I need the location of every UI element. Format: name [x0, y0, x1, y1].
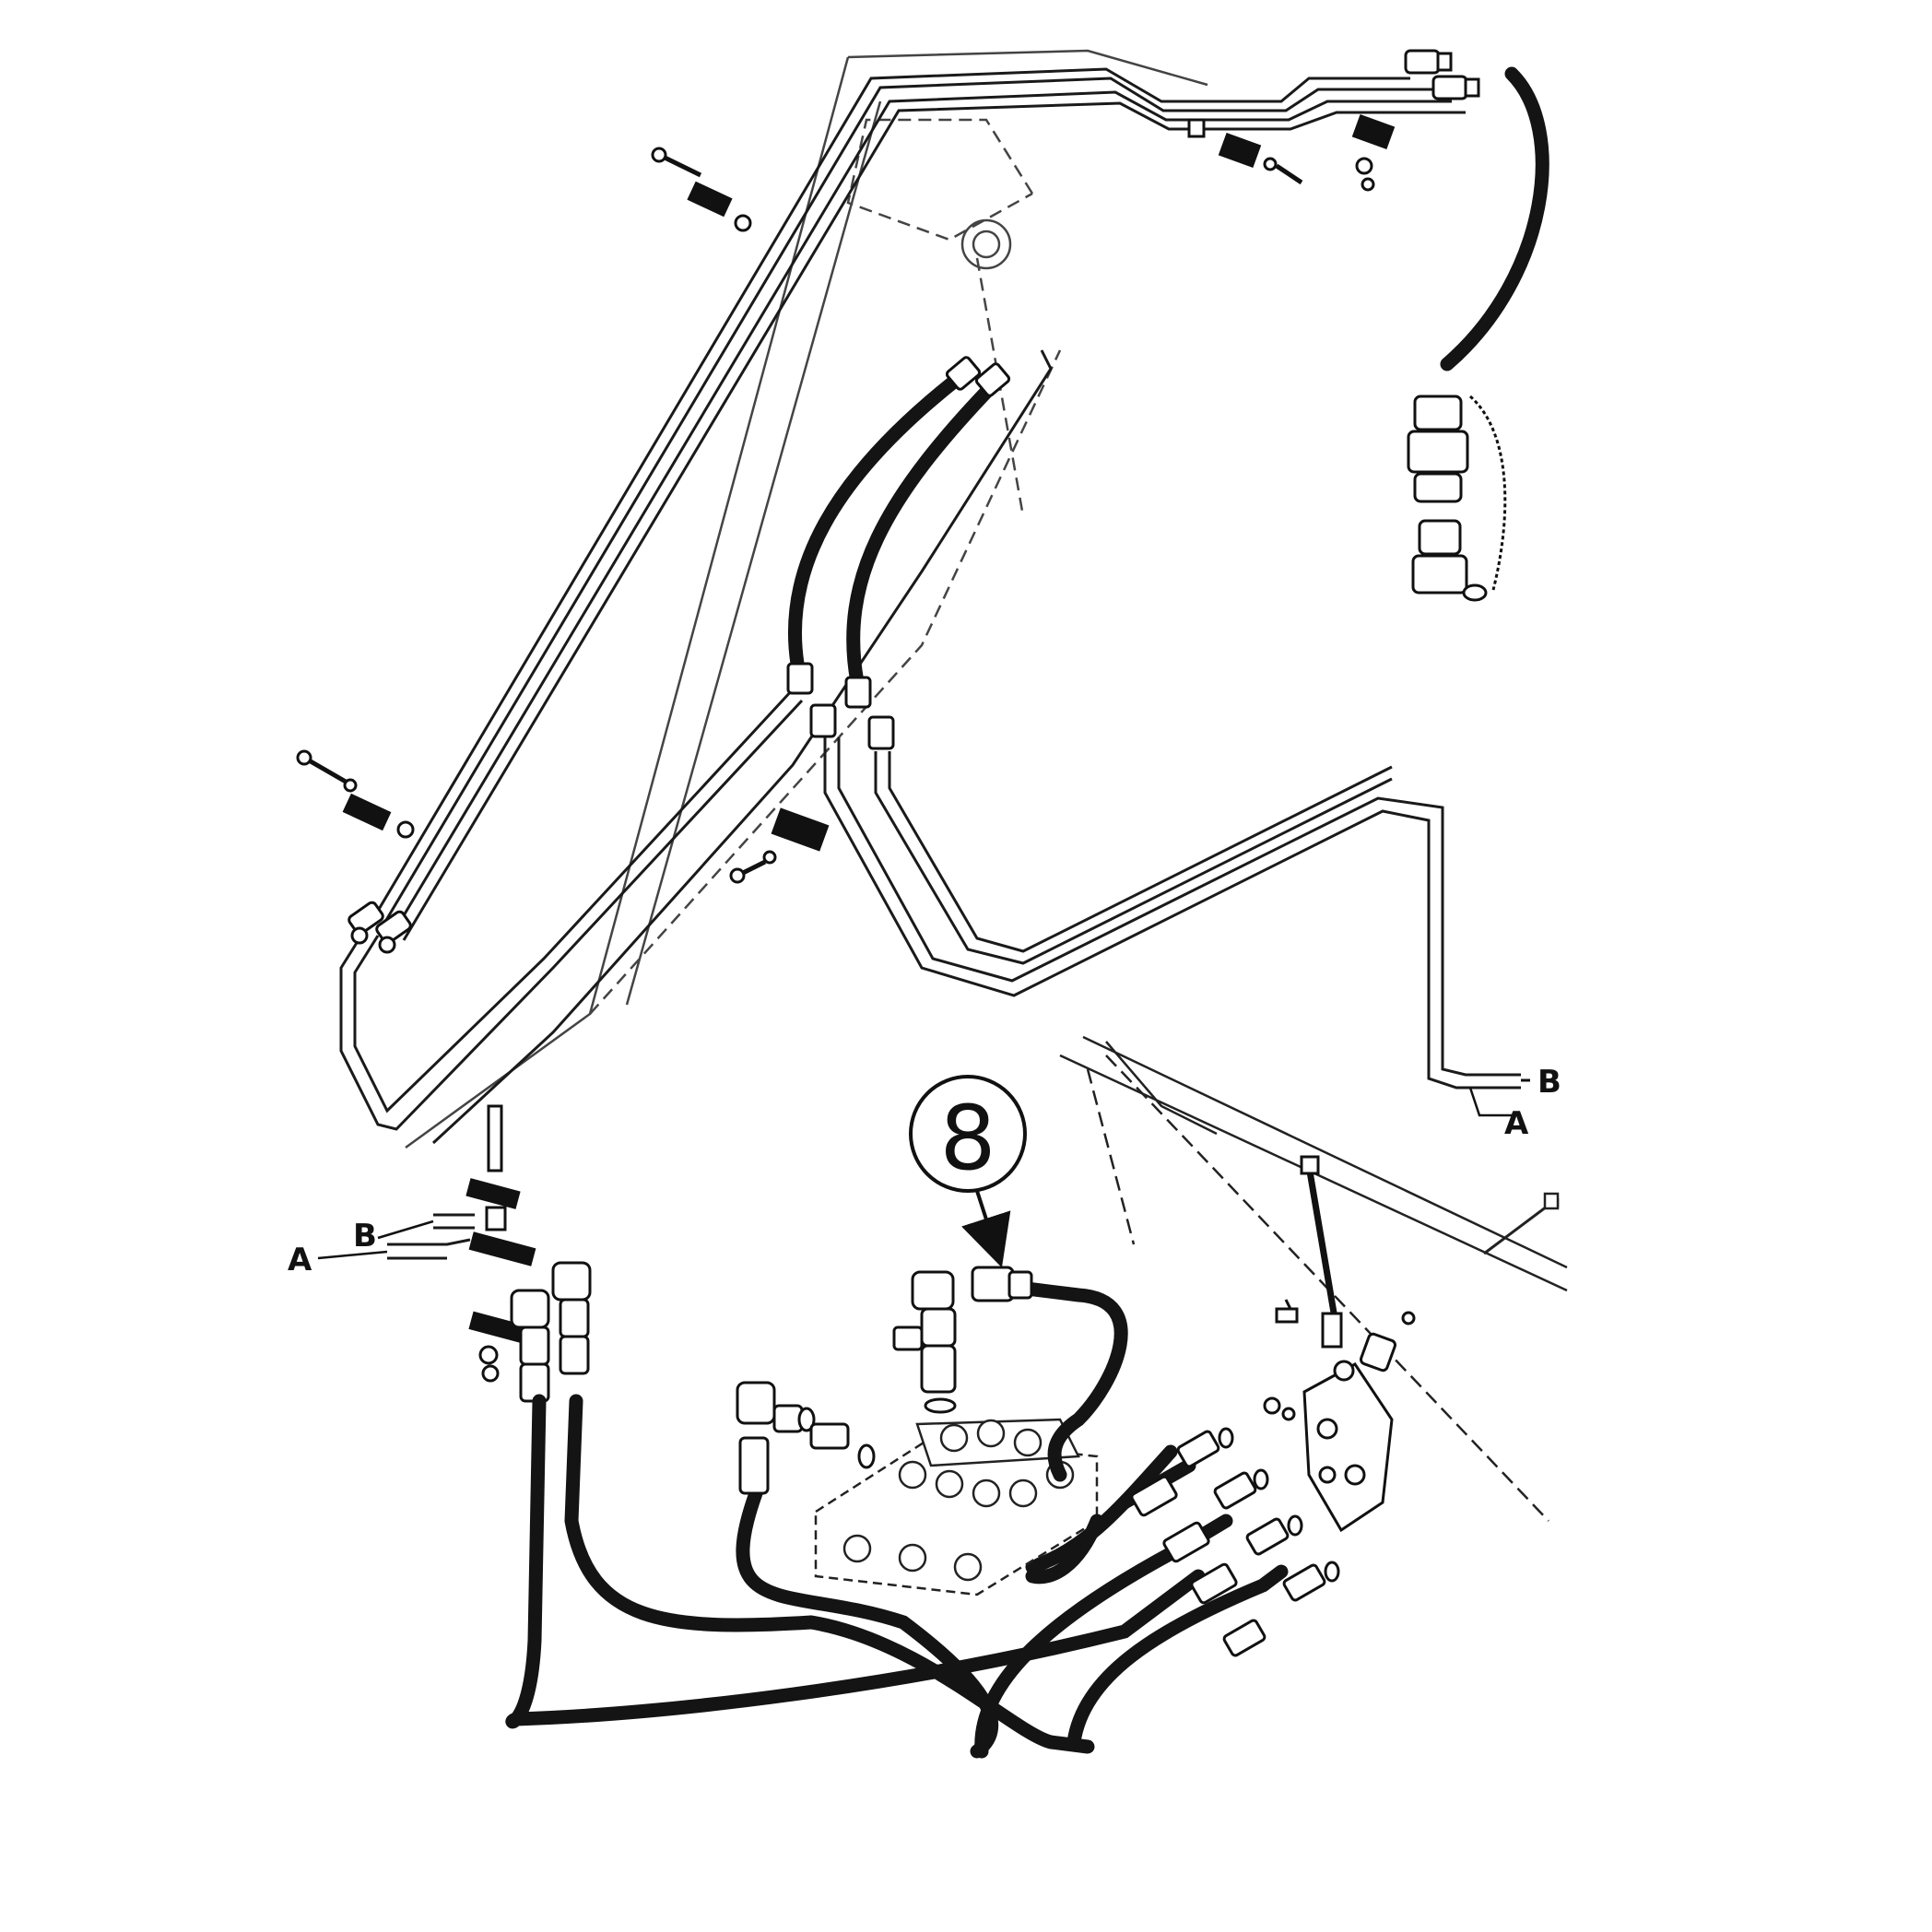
left-label-a: A	[288, 1242, 312, 1278]
steel-tubes-right	[823, 737, 1521, 1090]
control-rod	[1300, 1155, 1343, 1349]
right-label-a: A	[1504, 1105, 1529, 1142]
port-adapters	[1176, 1427, 1340, 1602]
hose-item-8	[997, 1278, 1128, 1482]
control-valve-block	[814, 1418, 1099, 1596]
valve-mounting-washers	[1263, 1396, 1296, 1421]
steel-tubes-arm	[367, 67, 1466, 941]
valve-elbow-fittings	[736, 1270, 957, 1469]
hose-item-8-lower	[1025, 1514, 1104, 1584]
quick-coupler-male	[1411, 519, 1488, 602]
tube-end-fittings-top	[1404, 49, 1480, 100]
clamp-upper-left	[651, 147, 752, 232]
clamp-lower-left	[296, 749, 415, 839]
quick-coupler-female	[1407, 395, 1507, 591]
left-bracket-assembly	[465, 1104, 536, 1383]
left-tube-stubs	[387, 1213, 475, 1260]
right-hose	[1440, 66, 1549, 371]
lower-hoses	[505, 1394, 1289, 1759]
left-elbow-fittings	[510, 1261, 592, 1403]
clamp-top-right	[1351, 113, 1396, 192]
hose-item-8-fitting	[971, 1266, 1033, 1302]
left-label-b: B	[353, 1218, 377, 1255]
left-end-connection: A B	[288, 1218, 434, 1278]
tube-end-fittings-left	[348, 901, 412, 954]
callout-8: 8	[909, 1075, 1027, 1268]
right-label-b: B	[1537, 1064, 1561, 1101]
right-end-connection: B A	[1468, 1064, 1561, 1142]
valve-end-cap	[1302, 1360, 1394, 1533]
lower-hose-fittings	[738, 1436, 1266, 1657]
clamp-top-middle	[1187, 118, 1303, 185]
pin-and-spacer	[1275, 1299, 1416, 1372]
clamp-middle	[729, 807, 830, 884]
callout-8-label: 8	[939, 1087, 995, 1190]
upper-hoses	[787, 371, 998, 689]
steel-tube-lower-loop	[339, 349, 1053, 1145]
loader-arm-outline	[405, 49, 1208, 1149]
upper-hose-fittings	[786, 356, 1011, 750]
